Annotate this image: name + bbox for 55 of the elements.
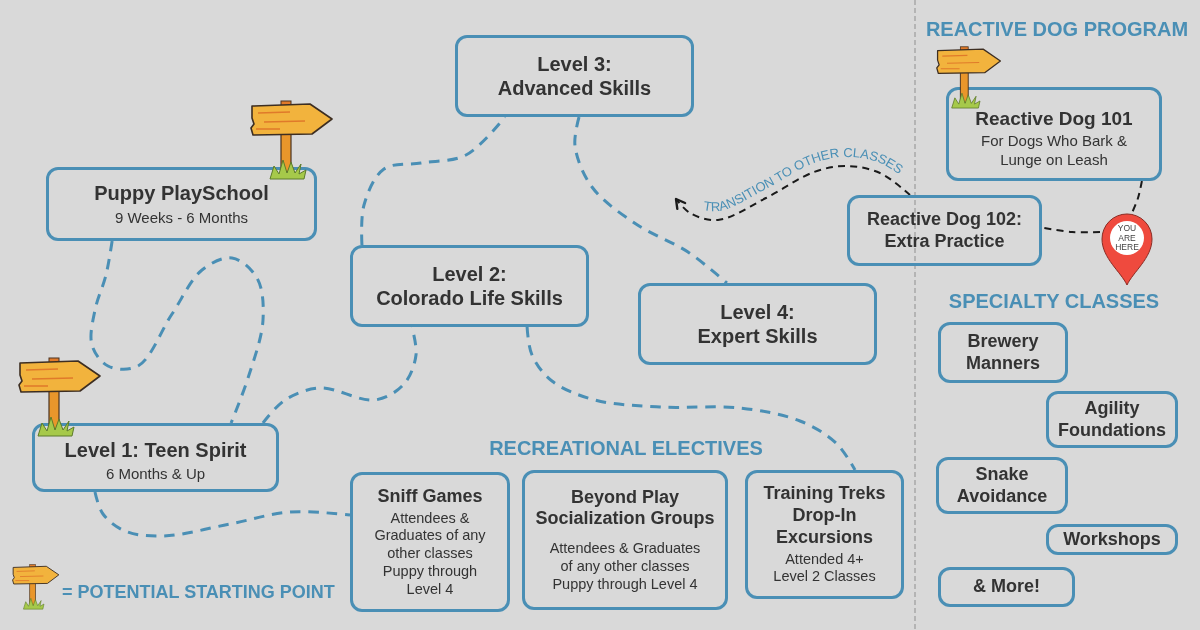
class-detail: Attended 4+ Level 2 Classes [772, 550, 877, 587]
class-title: & More! [973, 576, 1040, 598]
dashed-connector [93, 491, 351, 538]
dashed-connector [360, 116, 507, 246]
class-title: Reactive Dog 101 [975, 107, 1133, 131]
class-box [847, 195, 1042, 266]
section-heading: SPECIALTY CLASSES [948, 289, 1160, 313]
class-box [638, 283, 877, 365]
class-title: Sniff Games [377, 485, 483, 508]
class-title: Advanced Skills [497, 76, 652, 101]
class-title: Beyond Play Socialization Groups [534, 486, 716, 531]
class-detail: 9 Weeks - 6 Months [114, 208, 249, 227]
class-detail: 6 Months & Up [105, 465, 206, 484]
class-box [350, 245, 589, 327]
dashed-connector [261, 326, 418, 424]
class-title: Extra Practice [884, 230, 1005, 253]
class-detail: Puppy through Level 4 [552, 575, 698, 594]
class-box [936, 457, 1068, 514]
class-title: Colorado Life Skills [376, 286, 563, 311]
class-box [350, 472, 510, 612]
class-box [1046, 391, 1178, 448]
class-box [745, 470, 904, 599]
class-detail: Puppy through Level 4 [381, 562, 479, 599]
legend-label: = POTENTIAL STARTING POINT [62, 582, 335, 604]
section-heading: REACTIVE DOG PROGRAM [925, 17, 1189, 41]
dashed-connector [1041, 226, 1101, 234]
class-title: Puppy PlaySchool [94, 181, 269, 206]
location-pin [1100, 212, 1154, 286]
class-title: Reactive Dog 102: [866, 208, 1023, 231]
class-title: Training Treks Drop-In Excursions [762, 482, 887, 549]
dashed-arrow [674, 165, 911, 222]
class-title: Workshops [1063, 528, 1161, 551]
class-title: Level 3: [537, 51, 612, 76]
class-title: Expert Skills [697, 324, 818, 349]
dashed-connector [89, 240, 265, 424]
class-detail: For Dogs Who Bark & Lunge on Leash [980, 132, 1128, 169]
class-box [522, 470, 728, 610]
section-heading: RECREATIONAL ELECTIVES [489, 436, 763, 460]
class-title: Level 4: [720, 299, 795, 324]
class-detail: Attendees & Graduates of any other classes [548, 540, 702, 576]
pin-label: YOU ARE HERE [1114, 224, 1140, 253]
dashed-connector [1131, 180, 1143, 213]
class-title: Level 2: [432, 261, 507, 286]
class-title: Level 1: Teen Spirit [64, 437, 247, 463]
class-box [938, 322, 1068, 383]
dashed-connector [573, 116, 728, 285]
class-title: Brewery Manners [965, 330, 1041, 375]
class-detail: Attendees & Graduates of any other classes [373, 509, 487, 563]
class-box [946, 87, 1162, 181]
class-title: Agility Foundations [1057, 397, 1167, 442]
class-box [938, 567, 1075, 607]
dashed-connector [525, 326, 857, 471]
class-box [1046, 524, 1178, 555]
class-box [455, 35, 694, 117]
class-title: Snake Avoidance [955, 463, 1049, 508]
